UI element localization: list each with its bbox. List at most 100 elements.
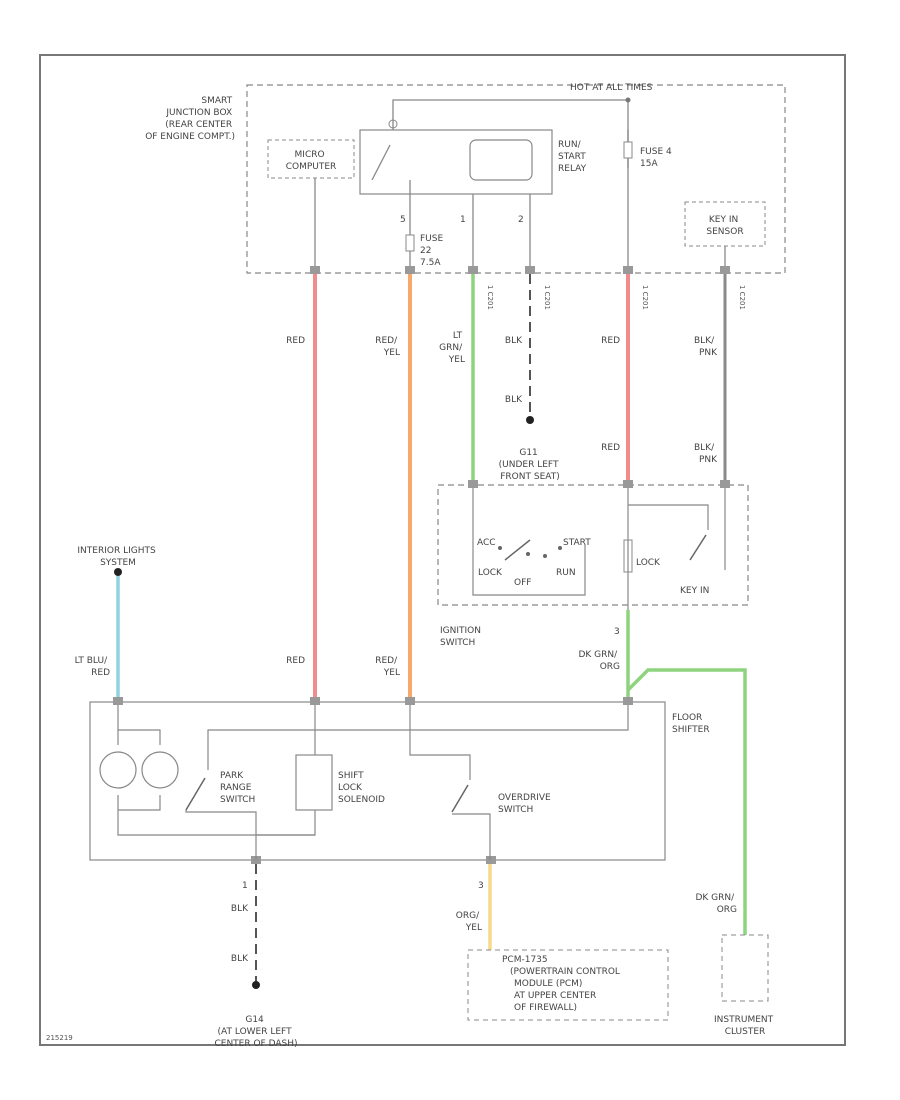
relay-coil [469,139,533,181]
ground-g11-dot [526,416,534,424]
ign-lock-label: LOCK [636,558,661,568]
floor-shifter-label: FLOOR SHIFTER [672,713,710,735]
connector [623,480,633,488]
park-range-feed-wire [207,705,629,770]
run-start-relay-label: RUN/ START RELAY [558,140,589,174]
g14-ground-label: G14 (AT LOWER LEFT CENTER OF DASH) [214,1015,297,1049]
pin-label: 2 [518,215,524,225]
connector [405,266,415,274]
wire-color-label: RED [601,443,620,453]
overdrive-switch-label: OVERDRIVE SWITCH [498,793,554,815]
bulb-wire [117,730,315,836]
wire-color-label: BLK [505,395,523,405]
fuse-4-body [623,141,633,159]
key-in-switch-arm [689,534,707,561]
pin-label: 1 [242,881,248,891]
ign-pos-run: RUN [556,568,576,578]
ignition-internal-wire [472,488,586,596]
connector [486,856,496,864]
ign-pos-acc: ACC [477,538,496,548]
fuse-22-label: FUSE 22 7.5A [420,234,446,268]
wire-color-label: RED [286,656,305,666]
lock-coil-icon [623,539,633,573]
switch-contact [526,552,530,556]
ignition-switch-title: IGNITION SWITCH [440,626,484,648]
overdrive-wire [452,813,491,860]
pcm-label: PCM-1735 (POWERTRAIN CONTROL MODULE (PCM… [502,955,623,1013]
splice-dot [625,97,631,103]
wire-color-label: BLK/ PNK [694,443,718,465]
connector [113,697,123,705]
ign-pos-off: OFF [514,578,531,588]
switch-contact [498,546,502,550]
connector-row [310,266,730,274]
wire-color-label: RED [601,336,620,346]
wire-color-label: RED/ YEL [375,656,400,678]
floor-shifter-connectors [113,697,633,864]
key-in-sensor-label: KEY IN SENSOR [706,215,743,237]
outer-frame [39,54,846,1046]
connector-label: 1 C201 [738,285,746,310]
micro-computer-box [267,139,355,179]
wire-color-label: BLK [231,904,249,914]
connector [525,266,535,274]
pin-label: 3 [614,627,620,637]
floor-shifter-box [89,701,666,861]
hot-bus-wire [392,99,629,270]
interior-lights-label: INTERIOR LIGHTS SYSTEM [77,546,158,568]
interior-lights-terminal [114,568,122,576]
smart-junction-box-label: SMART JUNCTION BOX (REAR CENTER OF ENGIN… [145,96,235,142]
ign-pos-start: START [563,538,591,548]
dk-grn-org-cluster-wire [626,668,747,935]
switch-contact [558,546,562,550]
wire-color-label: BLK [505,336,523,346]
bulb-icon [141,751,179,789]
wire-color-label: DK GRN/ ORG [695,893,737,915]
wire-color-label: RED/ YEL [375,336,400,358]
run-start-relay-box [359,129,553,195]
hot-at-all-times-label: HOT AT ALL TIMES [570,83,653,93]
connector-label: 1 C201 [641,285,649,310]
park-range-switch-label: PARK RANGE SWITCH [220,771,255,805]
wire-color-label: BLK/ PNK [694,336,718,358]
connector-label: 1 C201 [543,285,551,310]
fuse-4-label: FUSE 4 15A [640,147,675,169]
ign-key-in-label: KEY IN [680,586,709,596]
ignition-connectors [468,480,730,488]
wire-color-label: LT BLU/ RED [75,656,110,678]
connector [310,697,320,705]
shift-lock-solenoid-box [295,754,333,811]
connector [720,480,730,488]
ignition-switch-outline [437,484,749,606]
shift-lock-solenoid-label: SHIFT LOCK SOLENOID [338,771,385,805]
figure-id: 215219 [46,1034,73,1042]
overdrive-switch-arm [451,784,469,813]
pin-label: 5 [400,215,406,225]
instrument-cluster-label: INSTRUMENT CLUSTER [714,1015,776,1037]
wire-color-label: DK GRN/ ORG [578,650,620,672]
relay-switch-arm [371,144,391,181]
pin-label: 1 [460,215,466,225]
wire-color-label: LT GRN/ YEL [439,331,465,365]
wire-color-label: ORG/ YEL [456,911,482,933]
g11-ground-label: G11 (UNDER LEFT FRONT SEAT) [499,448,562,482]
park-range-switch-arm [185,777,206,811]
connector [310,266,320,274]
connector [623,697,633,705]
connector [720,266,730,274]
relay-contact-icon [388,119,398,129]
connector [468,266,478,274]
overdrive-feed-wire [409,705,471,780]
bulb-wire [117,705,161,745]
wire-color-label: BLK [231,954,249,964]
pcm-box [467,949,669,1021]
connector [468,480,478,488]
connector-label: 1 C201 [486,285,494,310]
park-range-wire [185,810,257,860]
fuse-22-icon [405,234,415,252]
ignition-switch-arm [504,539,531,561]
micro-computer-label: MICRO COMPUTER [286,150,337,172]
ignition-internal-wire [627,488,709,530]
connector [623,266,633,274]
